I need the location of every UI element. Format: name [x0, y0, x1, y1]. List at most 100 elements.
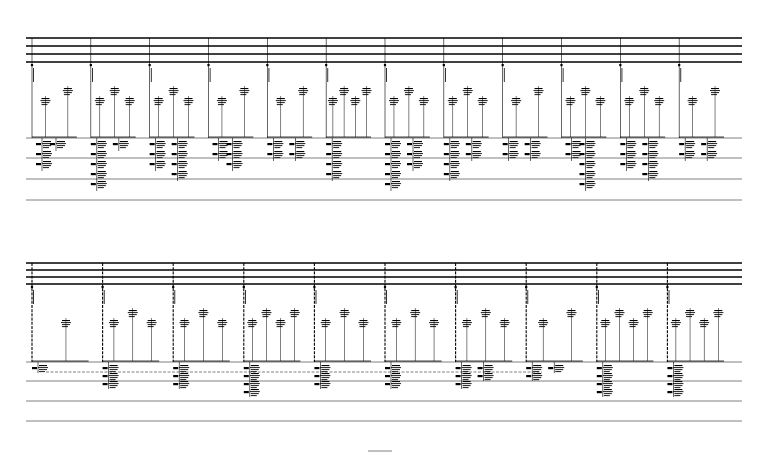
meter-block — [699, 320, 710, 328]
unit-label-line — [484, 377, 493, 379]
unit-label-line — [602, 383, 613, 385]
meter-block — [298, 88, 309, 96]
unit-label-line — [119, 147, 126, 149]
riser-tag-mark — [245, 290, 246, 304]
unit-label-line — [96, 183, 107, 185]
unit-label-line — [391, 322, 402, 324]
unit-label-line — [509, 141, 518, 143]
unit-label-line — [219, 151, 228, 153]
unit-label-line — [531, 157, 538, 159]
unit-label-line — [350, 100, 361, 102]
unit-label-line — [240, 92, 249, 94]
load-block — [179, 365, 190, 373]
unit-label-line — [94, 100, 105, 102]
riser-tag-mark — [386, 68, 387, 82]
unit-label-line — [61, 320, 70, 322]
load-marker — [701, 143, 707, 146]
unit-label-line — [219, 157, 226, 159]
load-marker — [171, 173, 177, 176]
unit-label-line — [629, 324, 638, 326]
unit-label-line — [296, 141, 305, 143]
load-block — [155, 161, 166, 169]
load-marker — [455, 367, 461, 370]
unit-label-line — [156, 147, 163, 149]
unit-label-line — [615, 310, 624, 312]
unit-label-line — [340, 94, 347, 96]
unit-label-line — [351, 98, 360, 100]
unit-label-line — [154, 104, 161, 106]
unit-label-line — [180, 324, 189, 326]
riser-junction — [30, 64, 34, 67]
load-marker — [385, 163, 390, 166]
load-block — [648, 171, 659, 179]
unit-label-line — [250, 371, 257, 373]
unit-label-line — [414, 161, 422, 163]
unit-label-line — [61, 326, 68, 328]
unit-label-line — [155, 163, 166, 165]
riser-junction — [148, 64, 151, 67]
unit-label-line — [320, 375, 331, 377]
load-marker — [226, 153, 232, 156]
unit-label-line — [296, 145, 305, 147]
unit-label-line — [629, 326, 636, 328]
unit-label-line — [649, 165, 658, 167]
riser — [266, 38, 313, 161]
meter-block — [566, 310, 577, 318]
unit-label-line — [484, 365, 493, 367]
unit-label-line — [41, 104, 48, 106]
load-block — [571, 151, 582, 159]
unit-label-line — [262, 316, 269, 318]
unit-label-line — [430, 320, 439, 322]
riser — [383, 263, 442, 389]
load-marker — [102, 383, 108, 386]
unit-label-line — [603, 385, 612, 387]
unit-label-line — [566, 104, 573, 106]
unit-label-line — [43, 155, 51, 157]
unit-label-line — [500, 324, 509, 326]
meter-block — [361, 88, 372, 96]
unit-label-line — [333, 175, 342, 177]
unit-label-line — [361, 90, 372, 92]
riser-junction — [383, 286, 387, 289]
unit-label-line — [109, 369, 118, 371]
unit-label-line — [674, 393, 683, 395]
unit-label-line — [700, 320, 709, 322]
unit-label-line — [392, 145, 400, 147]
unit-label-line — [232, 163, 243, 165]
unit-label-line — [707, 153, 718, 155]
load-block — [249, 389, 260, 397]
unit-label-line — [626, 153, 637, 155]
unit-label-line — [248, 320, 257, 322]
load-marker — [314, 383, 320, 386]
load-block — [449, 161, 460, 169]
load-block — [626, 141, 637, 149]
unit-label-line — [450, 157, 457, 159]
unit-label-line — [60, 322, 71, 324]
unit-label-line — [572, 145, 581, 147]
unit-label-line — [688, 102, 697, 104]
unit-label-line — [276, 102, 285, 104]
unit-label-line — [602, 391, 613, 393]
load-marker — [149, 143, 155, 146]
unit-label-line — [603, 377, 612, 379]
riser-tag-mark — [621, 68, 623, 82]
meter-block — [595, 98, 606, 106]
unit-label-line — [276, 104, 283, 106]
load-block — [648, 151, 659, 159]
load-block — [471, 151, 482, 159]
unit-label-line — [539, 324, 548, 326]
unit-label-line — [43, 145, 51, 147]
load-marker — [579, 143, 585, 146]
unit-label-line — [700, 324, 709, 326]
load-block — [532, 365, 543, 373]
unit-label-line — [410, 312, 421, 314]
load-block — [118, 141, 129, 149]
meter-block — [261, 310, 272, 318]
level-group — [26, 137, 742, 201]
meter-block — [350, 98, 361, 106]
unit-label-line — [359, 324, 368, 326]
unit-label-line — [321, 373, 330, 375]
unit-label-line — [414, 141, 422, 143]
meter-block — [247, 320, 258, 328]
